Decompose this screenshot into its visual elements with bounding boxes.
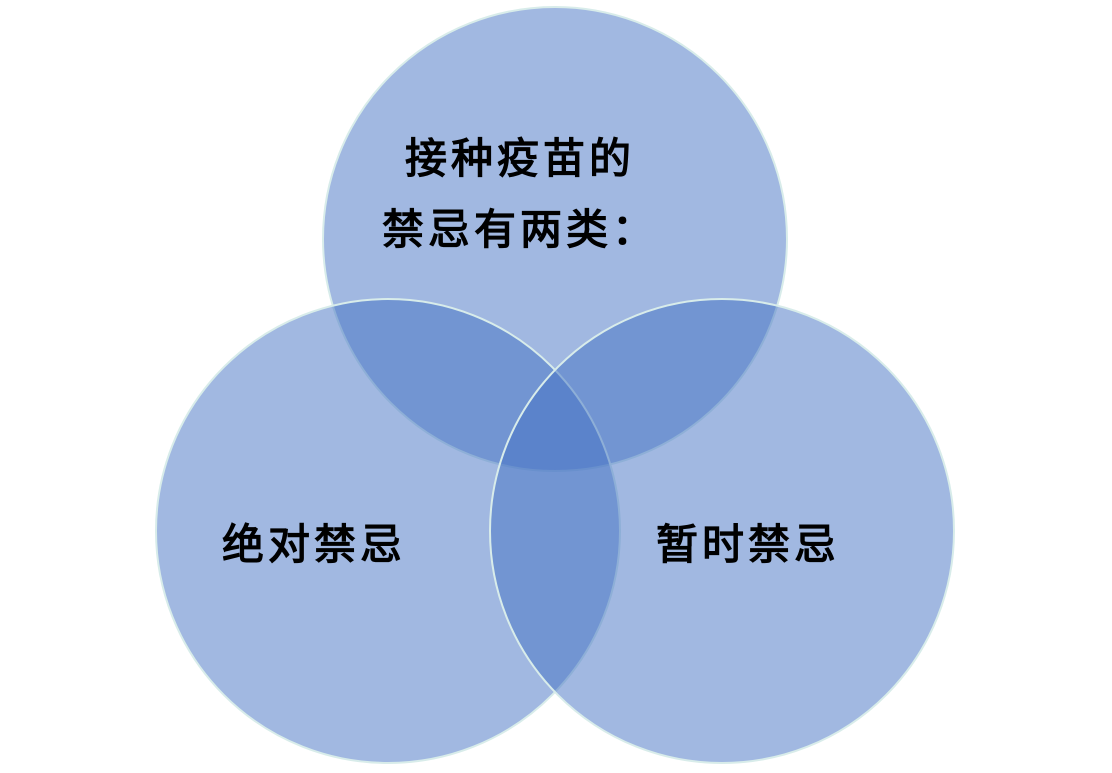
top-circle-label-line-1: 接种疫苗的 [405, 134, 636, 183]
right-circle-label: 暂时禁忌 [656, 520, 841, 569]
left-circle-label: 绝对禁忌 [222, 520, 407, 569]
top-circle-label-line-2: 禁忌有两类： [382, 205, 659, 254]
circle-right [489, 298, 955, 764]
